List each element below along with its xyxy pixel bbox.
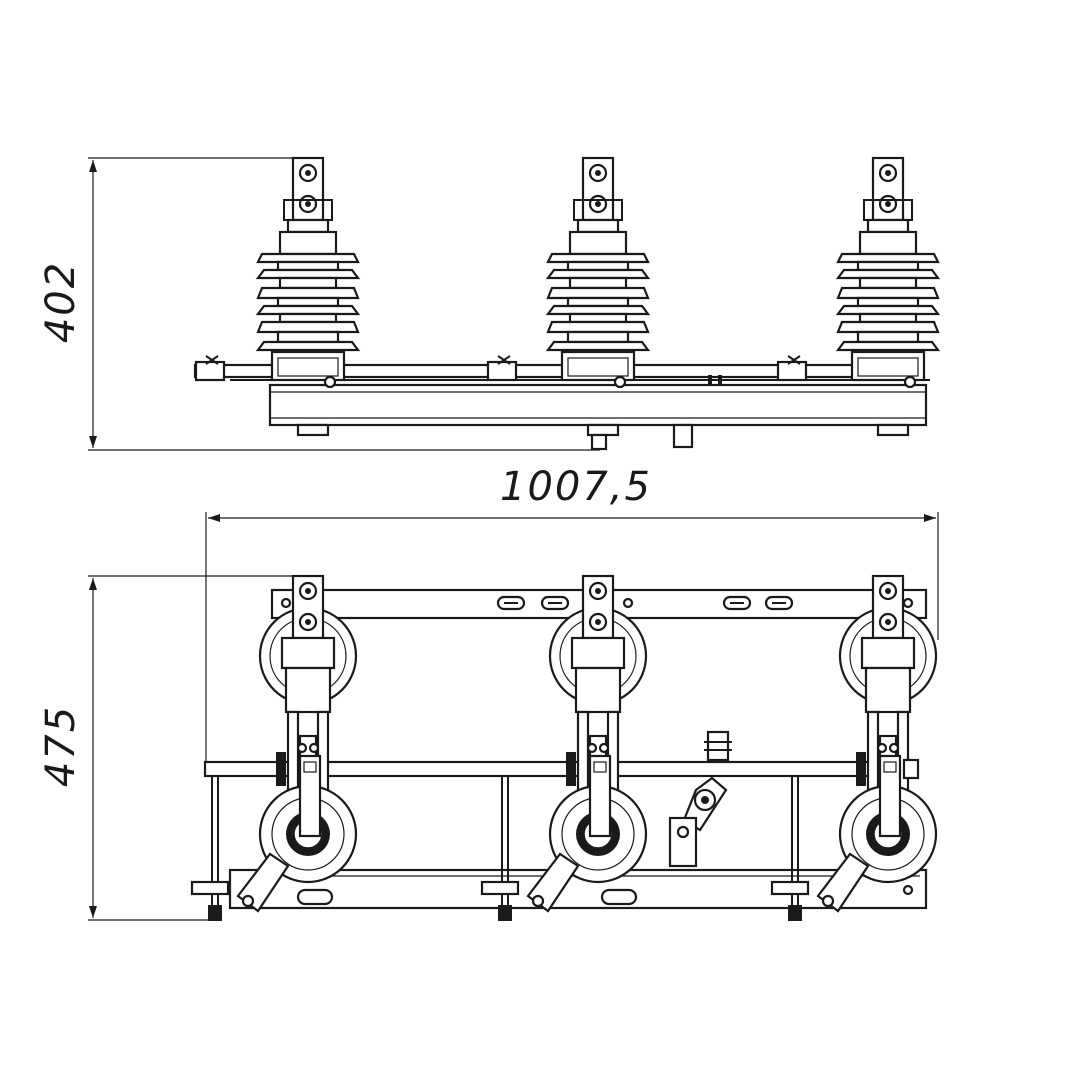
top-pole-1 [236,574,358,913]
side-pole-1 [256,156,360,382]
dimension-1007-5: 1007,5 [205,464,939,770]
dimension-1007-5-label: 1007,5 [500,464,652,510]
side-pole-3 [836,156,940,382]
top-pole-2 [526,574,648,913]
top-view [190,574,938,921]
dimension-475: 475 [38,575,300,921]
side-view [193,156,940,451]
drive-mechanism [668,730,732,868]
side-base-channel [268,383,928,427]
dimension-402: 402 [38,157,600,451]
dimension-402-label: 402 [38,261,84,343]
dimension-475-label: 475 [38,705,84,787]
side-pole-2 [546,156,650,382]
top-pole-3 [816,574,938,913]
